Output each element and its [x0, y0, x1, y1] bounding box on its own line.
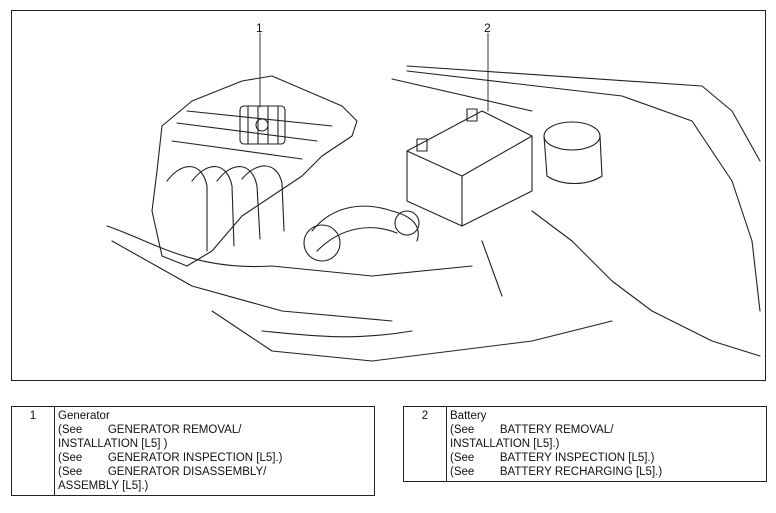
callout-2: 2 — [484, 21, 491, 35]
legend-line: (See GENERATOR DISASSEMBLY/ — [58, 466, 267, 478]
battery-shape — [406, 108, 533, 227]
legend-table-battery: 2 Battery (See BATTERY REMOVAL/ INSTALLA… — [403, 406, 767, 482]
legend-line: (See BATTERY INSPECTION [L5].) — [450, 452, 655, 464]
legend-line: INSTALLATION [L5] ) — [58, 438, 168, 450]
legend-line: (See BATTERY REMOVAL/ — [450, 424, 614, 436]
legend-line: (See BATTERY RECHARGING [L5].) — [450, 466, 663, 478]
legend-line: ASSEMBLY [L5].) — [58, 480, 149, 492]
legend-title: Generator — [58, 410, 110, 422]
legend-body: Battery (See BATTERY REMOVAL/ INSTALLATI… — [446, 406, 767, 482]
legend-line: (See GENERATOR INSPECTION [L5].) — [58, 452, 283, 464]
legend-line: INSTALLATION [L5].) — [450, 438, 560, 450]
legend-table-generator: 1 Generator (See GENERATOR REMOVAL/ INST… — [11, 406, 375, 496]
legend-number: 2 — [403, 406, 447, 482]
engine-bay-drawing — [106, 32, 761, 362]
legend-body: Generator (See GENERATOR REMOVAL/ INSTAL… — [54, 406, 375, 496]
callout-1: 1 — [256, 21, 263, 35]
legend-title: Battery — [450, 410, 487, 422]
legend-number: 1 — [11, 406, 55, 496]
generator-shape — [239, 105, 286, 145]
legend-line: (See GENERATOR REMOVAL/ — [58, 424, 242, 436]
figure-frame: 1 2 — [11, 10, 766, 381]
